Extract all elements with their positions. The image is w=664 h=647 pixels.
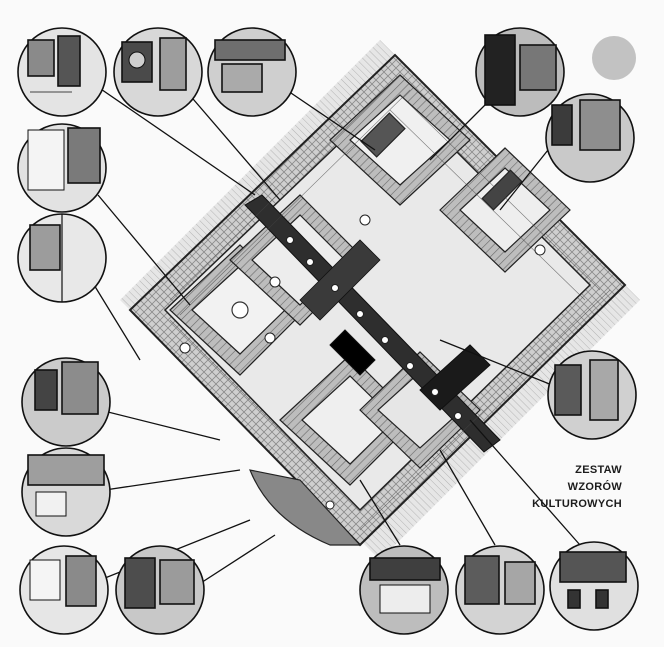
grey-dot-ornament — [592, 36, 636, 80]
caption-line-3: KULTUROWYCH — [532, 498, 622, 510]
vignette-5 — [545, 93, 635, 183]
vignette-8 — [17, 213, 107, 303]
vignette-10 — [21, 447, 111, 537]
vignette-13 — [359, 545, 449, 635]
vignette-11 — [19, 545, 109, 635]
vignette-4 — [475, 27, 565, 117]
vignette-1 — [17, 27, 107, 117]
vignette-3 — [207, 27, 297, 117]
vignette-15 — [549, 541, 639, 631]
vignette-2 — [113, 27, 203, 117]
courtyard-block-ne — [329, 74, 571, 273]
vignettes — [17, 27, 639, 635]
poster-caption: ZESTAW WZORÓW KULTUROWYCH — [502, 462, 622, 513]
vignette-12 — [115, 545, 205, 635]
street-lamps — [179, 214, 546, 510]
caption-line-2: WZORÓW — [567, 481, 622, 493]
vignette-14 — [455, 545, 545, 635]
vignette-7 — [17, 123, 107, 213]
facade-lines — [169, 74, 611, 531]
caption-line-1: ZESTAW — [575, 464, 622, 476]
building-complex — [128, 53, 627, 547]
vignette-6 — [547, 350, 637, 440]
vignette-9 — [21, 357, 111, 447]
